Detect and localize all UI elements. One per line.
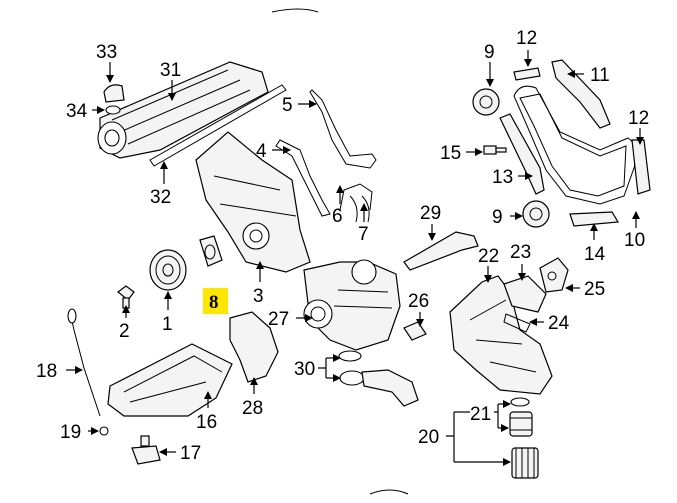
front-crank-seal-part[interactable]	[199, 235, 223, 267]
timing-chain-inner	[519, 93, 627, 197]
filler-cap-seal-part[interactable]	[105, 105, 121, 115]
dipstick-part[interactable]	[69, 311, 101, 417]
callout-15[interactable]: 15	[440, 143, 461, 164]
oil-filter-element-part[interactable]	[509, 411, 533, 437]
callout-3[interactable]: 3	[253, 286, 264, 307]
tensioner-bolt-part[interactable]	[483, 145, 507, 155]
camshaft-sprocket-lower-part[interactable]	[522, 200, 550, 228]
valve-cover-part[interactable]	[97, 61, 269, 159]
callout-25[interactable]: 25	[584, 279, 605, 300]
callout-4[interactable]: 4	[256, 141, 267, 162]
oil-pan-part[interactable]	[107, 343, 233, 417]
callout-33[interactable]: 33	[96, 42, 117, 63]
pulley-bolt-part[interactable]	[117, 285, 135, 309]
callout-14[interactable]: 14	[584, 244, 606, 265]
callout-11[interactable]: 11	[590, 65, 610, 86]
timing-chain-part[interactable]	[513, 85, 637, 205]
sensor-bracket-part[interactable]	[339, 183, 373, 211]
camshaft-sprocket-upper-part[interactable]	[472, 88, 500, 116]
callout-32[interactable]: 32	[150, 187, 171, 208]
dipstick-handle-part[interactable]	[67, 308, 77, 324]
callout-16[interactable]: 16	[196, 412, 217, 433]
timing-cover-gasket-right[interactable]	[309, 89, 377, 169]
callout-20[interactable]: 20	[418, 427, 439, 448]
oil-filter-housing-part[interactable]	[511, 447, 539, 479]
callout-24[interactable]: 24	[548, 313, 570, 334]
engine-block-part[interactable]	[449, 275, 553, 395]
oil-cooler-part[interactable]	[539, 257, 569, 293]
callout-27[interactable]: 27	[268, 309, 289, 330]
callout-18[interactable]: 18	[36, 361, 57, 382]
oil-filler-cap-part[interactable]	[103, 84, 125, 103]
callout-26[interactable]: 26	[408, 291, 429, 312]
oil-pressure-sensor-part[interactable]	[403, 321, 427, 341]
timing-cover-part[interactable]	[195, 131, 311, 273]
top-edge-mark	[271, 8, 319, 13]
callout-21[interactable]: 21	[470, 404, 491, 425]
callout-23[interactable]: 23	[510, 242, 531, 263]
callout-29[interactable]: 29	[420, 203, 441, 224]
bottom-edge-mark	[369, 489, 409, 495]
tensioner-shoe-right-part[interactable]	[631, 139, 651, 195]
callout-7[interactable]: 7	[358, 224, 369, 245]
callout-19[interactable]: 19	[60, 422, 81, 443]
valve-cover-gasket-part[interactable]	[149, 84, 287, 167]
callout-9-lower[interactable]: 9	[492, 207, 503, 228]
callout-22[interactable]: 22	[478, 246, 499, 267]
oil-sensor-part[interactable]	[131, 435, 161, 465]
callout-10[interactable]: 10	[624, 230, 645, 251]
callout-9-upper[interactable]: 9	[484, 42, 495, 63]
callout-17[interactable]: 17	[180, 443, 201, 464]
adapter-gasket-part[interactable]	[503, 313, 531, 333]
callout-2[interactable]: 2	[119, 321, 130, 342]
tensioner-shoe-upper-part[interactable]	[513, 67, 541, 81]
highlighted-part-8[interactable]: 8	[203, 288, 228, 314]
callout-28[interactable]: 28	[242, 398, 263, 419]
callout-12-upper[interactable]: 12	[516, 28, 537, 49]
callout-30[interactable]: 30	[294, 359, 315, 380]
timing-cover-lower-part[interactable]	[229, 311, 279, 383]
callout-6[interactable]: 6	[332, 206, 343, 227]
chain-guide-lower-part[interactable]	[569, 211, 620, 227]
sensor-harness-part[interactable]	[349, 195, 370, 223]
callout-5[interactable]: 5	[282, 95, 293, 116]
drain-plug-part[interactable]	[99, 426, 109, 436]
oil-pickup-tube-part[interactable]	[338, 350, 419, 407]
callout-12-right[interactable]: 12	[628, 108, 649, 129]
callout-13[interactable]: 13	[492, 167, 513, 188]
callout-34[interactable]: 34	[66, 101, 88, 122]
callout-31[interactable]: 31	[160, 60, 181, 81]
callout-1[interactable]: 1	[162, 314, 173, 335]
crankshaft-pulley-part[interactable]	[149, 249, 187, 291]
chain-tensioner-arm-part[interactable]	[551, 59, 611, 129]
oil-filter-seal-part[interactable]	[510, 397, 530, 407]
oil-pump-part[interactable]	[303, 259, 401, 351]
vent-tube-part[interactable]	[403, 231, 479, 271]
callout-leaders	[66, 50, 644, 466]
callout-8[interactable]: 8	[209, 292, 219, 313]
